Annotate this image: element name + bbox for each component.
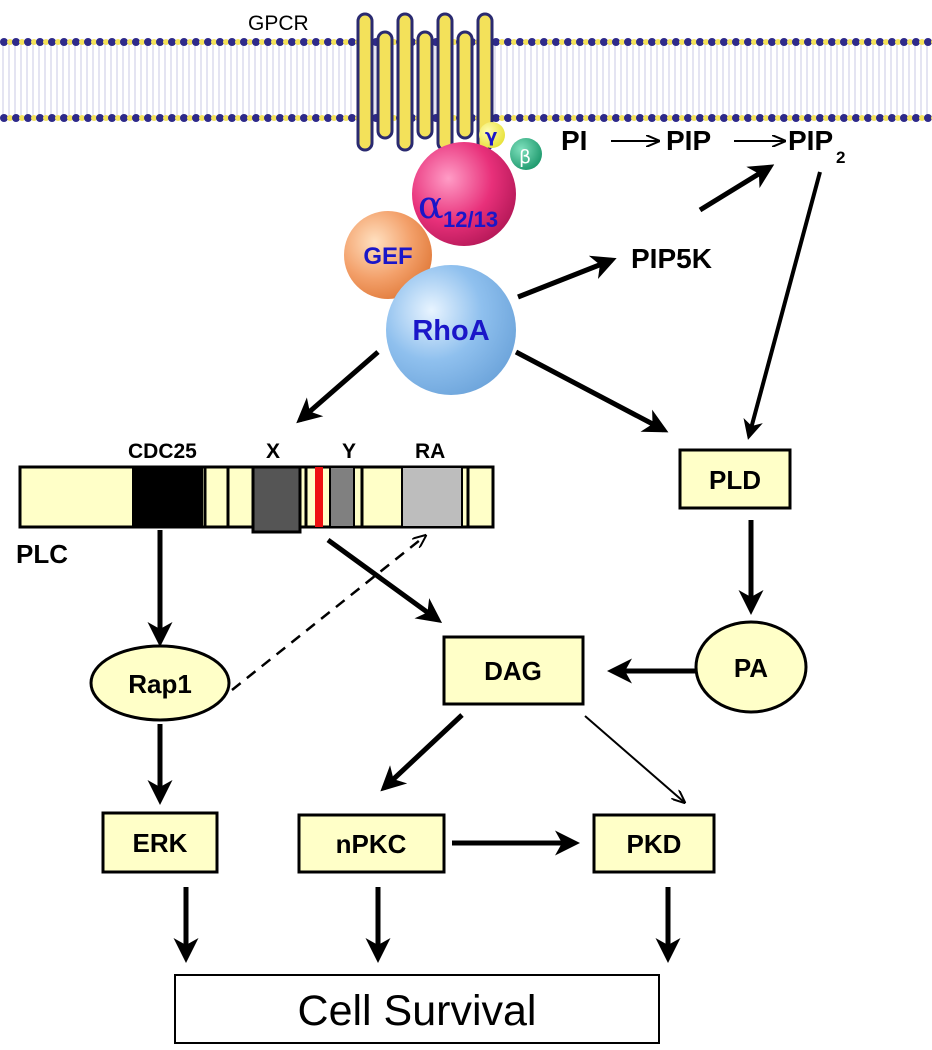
gpcr-helix — [396, 12, 414, 152]
gpcr-helix — [416, 30, 434, 140]
gpcr-helices — [356, 12, 494, 152]
gpcr-helix — [356, 12, 374, 152]
plc-label: PLC — [16, 539, 68, 569]
gpcr-helix — [376, 30, 394, 140]
ra-domain — [401, 466, 463, 528]
arrow-rhoa-to-pld — [514, 349, 669, 433]
x-label: X — [266, 440, 280, 463]
rhoa-label: RhoA — [412, 315, 489, 347]
cdc25-domain — [132, 467, 203, 527]
y-label: Y — [342, 440, 356, 463]
arrow-rhoa-to-pip5k — [517, 255, 617, 300]
arrow-dag-to-pkd — [584, 715, 684, 802]
svg-text:PLD: PLD — [709, 465, 761, 495]
pip-label: PIP — [666, 125, 711, 156]
cell-survival-box: Cell Survival — [174, 974, 660, 1044]
svg-text:Cell Survival: Cell Survival — [298, 987, 537, 1035]
alpha-12-13-subunit — [412, 142, 516, 246]
rap1-node: Rap1 — [89, 644, 231, 722]
pa-node: PA — [694, 620, 808, 714]
npkc-node: nPKC — [297, 813, 446, 874]
svg-text:PKD: PKD — [627, 829, 682, 859]
x-domain — [251, 465, 302, 534]
beta-subunit — [510, 138, 542, 170]
gef-protein — [344, 211, 432, 299]
arrow-dag-to-npkc — [380, 713, 464, 792]
arrow-rhoa-to-plc — [296, 350, 380, 424]
pld-node: PLD — [678, 448, 792, 510]
gef-label: GEF — [363, 243, 412, 270]
pkd-node: PKD — [592, 813, 716, 874]
gpcr-helix — [456, 30, 474, 140]
gpcr-label: GPCR — [248, 12, 309, 35]
erk-node: ERK — [101, 811, 219, 874]
svg-text:2: 2 — [836, 148, 845, 167]
arrows — [147, 141, 822, 963]
dag-node: DAG — [442, 635, 585, 706]
pi-label: PI — [561, 125, 587, 156]
gpcr-receptor: GPCR — [248, 12, 494, 152]
gpcr-helix — [436, 12, 454, 152]
arrow-pip5k-to-pip2 — [698, 164, 775, 213]
svg-text:Rap1: Rap1 — [128, 669, 192, 699]
svg-text:PIP: PIP — [788, 125, 833, 156]
plc-domain-bar — [18, 465, 495, 534]
svg-text:DAG: DAG — [484, 656, 542, 686]
arrow-rap1-to-ra-dashed — [231, 536, 425, 691]
svg-text:nPKC: nPKC — [336, 829, 407, 859]
y-domain — [329, 466, 355, 528]
beta-label: β — [519, 146, 531, 168]
svg-text:ERK: ERK — [133, 828, 188, 858]
gamma-subunit — [479, 122, 505, 148]
pip5k-label: PIP5K — [631, 243, 712, 274]
svg-text:PA: PA — [734, 653, 768, 683]
cdc25-label: CDC25 — [128, 440, 197, 463]
gamma-label: γ — [485, 126, 497, 147]
alpha-subscript: 12/13 — [443, 207, 498, 232]
ra-label: RA — [415, 440, 445, 463]
g-protein-complex: γ β α 12/13 — [412, 122, 542, 246]
red-band — [315, 467, 323, 527]
pip2-label: PIP 2 — [788, 125, 845, 167]
alpha-symbol: α — [418, 183, 444, 227]
arrow-plc-to-dag — [326, 537, 443, 623]
rhoa-protein — [386, 265, 516, 395]
arrow-pip2-to-pld — [743, 171, 822, 440]
